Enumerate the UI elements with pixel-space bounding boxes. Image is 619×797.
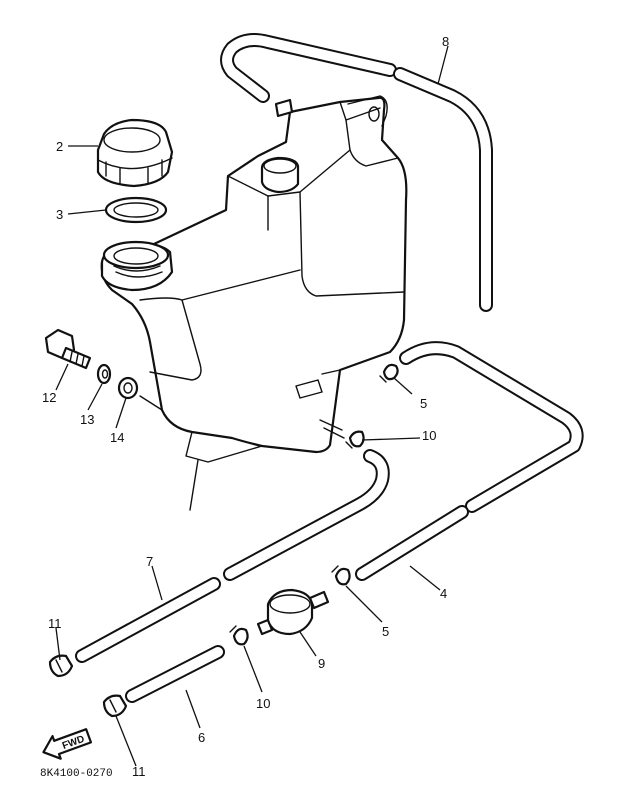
callout-5-upper: 5 [420, 396, 427, 411]
clamp-5-upper [379, 363, 399, 383]
tank-upper-neck [260, 156, 300, 194]
washer-14 [117, 376, 139, 400]
tank-filler-neck [100, 240, 174, 292]
callout-12: 12 [42, 390, 56, 405]
clamp-11-upper [48, 654, 74, 678]
callout-10-upper: 10 [422, 428, 436, 443]
clamp-10-lower [229, 625, 249, 646]
hose-6 [125, 645, 225, 703]
callout-11-upper: 11 [48, 616, 62, 631]
hose-8 [220, 33, 493, 312]
callout-4: 4 [440, 586, 447, 601]
cap-gasket [104, 196, 168, 224]
callout-13: 13 [80, 412, 94, 427]
tank-drain-line [189, 459, 199, 511]
tank-top-nozzle [274, 98, 294, 118]
assembly-centerline [139, 395, 163, 411]
callout-14: 14 [110, 430, 124, 445]
reservoir-cap [96, 118, 174, 188]
callout-8: 8 [442, 34, 449, 49]
leader-lines [55, 45, 449, 767]
clamp-10-upper [345, 430, 365, 449]
clamp-5-lower [331, 565, 351, 586]
callout-2: 2 [56, 139, 63, 154]
washer-13 [96, 363, 112, 385]
callout-3: 3 [56, 207, 63, 222]
callout-5-lower: 5 [382, 624, 389, 639]
clamp-11-lower [102, 694, 128, 718]
callout-7: 7 [146, 554, 153, 569]
forward-arrow-icon: FWD [42, 728, 93, 760]
callout-10-lower: 10 [256, 696, 270, 711]
hose-4 [355, 341, 584, 581]
callout-11-lower: 11 [132, 764, 146, 779]
callout-6: 6 [198, 730, 205, 745]
mounting-bolt [44, 328, 92, 370]
inline-filter [256, 588, 330, 636]
hose-7 [75, 449, 390, 663]
callout-9: 9 [318, 656, 325, 671]
diagram-code: 8K4100-0270 [40, 768, 113, 780]
